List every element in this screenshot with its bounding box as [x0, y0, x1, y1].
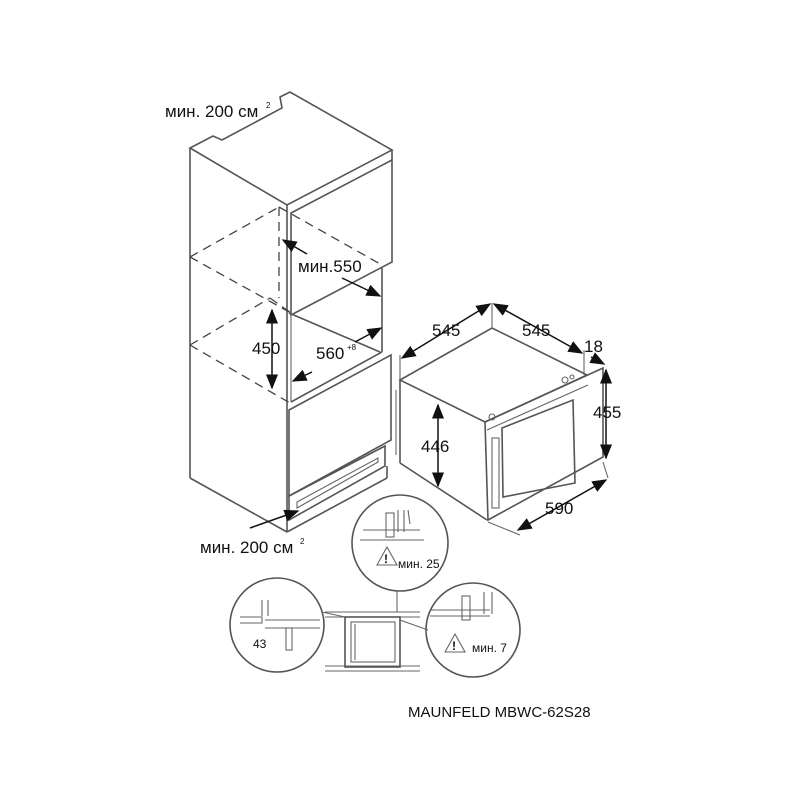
model-caption: MAUNFELD MBWC-62S28	[408, 704, 591, 721]
vent-top-sup: 2	[266, 101, 271, 110]
niche-width-label: 560	[316, 344, 344, 363]
width-label: 590	[545, 499, 573, 518]
niche-outline	[189, 206, 383, 404]
side-height-label: 446	[421, 437, 449, 456]
vent-top-label: мин. 200 см	[165, 102, 258, 121]
niche-height-label: 450	[252, 339, 280, 358]
vent-bottom-label: мин. 200 см	[200, 538, 293, 557]
depth-left-label: 545	[432, 321, 460, 340]
installation-detail: ! мин. 25 43 ! мин. 7	[229, 494, 521, 678]
detail-top: ! мин. 25	[351, 494, 449, 612]
detail-right: ! мин. 7	[399, 582, 521, 678]
front-height-label: 455	[593, 403, 621, 422]
detail-right-label: мин. 7	[472, 641, 507, 655]
detail-left: 43	[229, 577, 346, 673]
tall-cabinet	[188, 91, 394, 533]
detail-top-label: мин. 25	[398, 557, 440, 571]
svg-text:!: !	[384, 552, 388, 566]
vent-bottom-sup: 2	[300, 537, 305, 546]
detail-left-label: 43	[253, 637, 267, 651]
appliance-dimensions: 545 545 18 455 446 590	[399, 303, 621, 536]
wine-cooler	[395, 327, 604, 522]
niche-dimensions: мин.550 450 560 +8	[252, 239, 383, 390]
depth-right-label: 545	[522, 321, 550, 340]
vent-bottom: мин. 200 см 2	[200, 509, 305, 557]
vent-top: мин. 200 см 2	[165, 101, 271, 121]
door-thickness-label: 18	[584, 337, 603, 356]
niche-width-tolerance: +8	[347, 343, 357, 352]
svg-text:!: !	[452, 639, 456, 653]
niche-depth-label: мин.550	[298, 257, 362, 276]
